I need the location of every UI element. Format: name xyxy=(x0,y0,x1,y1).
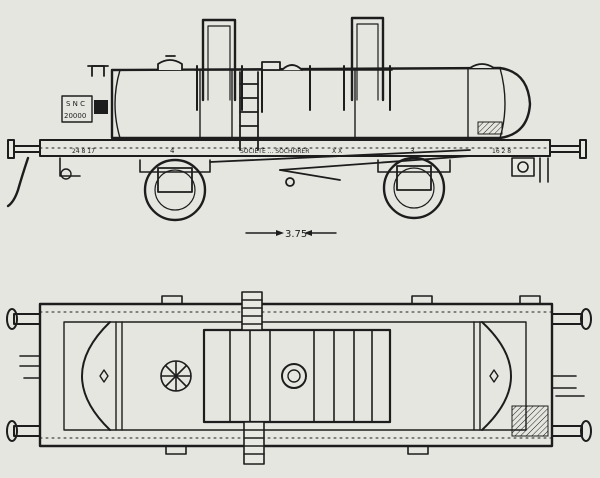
tank-body xyxy=(110,66,532,140)
side-elevation-view: S N C 20000 24 8 17 4 SOCIETE ... SOCHOR… xyxy=(6,16,587,222)
buffer-right xyxy=(549,139,587,159)
dome-fitting xyxy=(281,363,307,389)
brake-hose xyxy=(6,156,30,208)
marker-right xyxy=(489,369,499,383)
plate-text-line2: 20000 xyxy=(64,112,86,120)
end-hatch-panel xyxy=(477,121,503,135)
plan-view xyxy=(6,291,592,465)
buffer-left xyxy=(7,139,41,159)
frame-inscription-small: X X xyxy=(332,148,342,155)
handrail-posts xyxy=(194,65,393,113)
wagon-label-plate: S N C 20000 xyxy=(61,95,108,123)
manhole-cover xyxy=(160,360,192,392)
tank-bands xyxy=(199,67,469,139)
dimension-value: 3.75 xyxy=(285,229,307,240)
brake-rigging xyxy=(209,149,471,187)
plan-ladder-bottom xyxy=(243,421,265,465)
wheelset-left xyxy=(139,158,211,222)
marker-left xyxy=(99,369,109,383)
ladder-right xyxy=(350,16,385,102)
frame-mark-left: 4 xyxy=(170,147,175,155)
frame-inscription: SOCIETE ... SOCHORER xyxy=(240,148,309,155)
top-fittings xyxy=(87,55,495,77)
frame-number-right: 16 2 8 xyxy=(492,148,511,155)
plate-text-line1: S N C xyxy=(66,100,85,108)
ladder-left xyxy=(201,18,237,102)
plan-handles xyxy=(161,295,541,455)
wheelset-right xyxy=(377,156,451,220)
plan-couplings xyxy=(19,355,585,397)
tank-end-right-plan xyxy=(481,321,512,431)
tank-end-cap-left xyxy=(114,69,121,139)
plan-ladder-top xyxy=(241,291,263,331)
frame-number-left: 24 8 17 xyxy=(72,148,95,155)
central-walkway xyxy=(202,328,392,424)
plan-frame-inner xyxy=(63,321,527,431)
dimension-line: 3.75 xyxy=(245,229,337,240)
plan-buffers-right xyxy=(551,308,592,442)
plan-hatched-corner xyxy=(511,405,549,437)
plan-buffers-left xyxy=(6,308,41,442)
tank-end-left-plan xyxy=(81,321,111,431)
foot-step-left xyxy=(59,157,81,177)
brake-cylinder xyxy=(511,157,549,183)
plan-crossmembers xyxy=(115,321,481,431)
frame-mark-right: 3 xyxy=(410,147,414,155)
plan-frame-outer xyxy=(38,302,554,448)
